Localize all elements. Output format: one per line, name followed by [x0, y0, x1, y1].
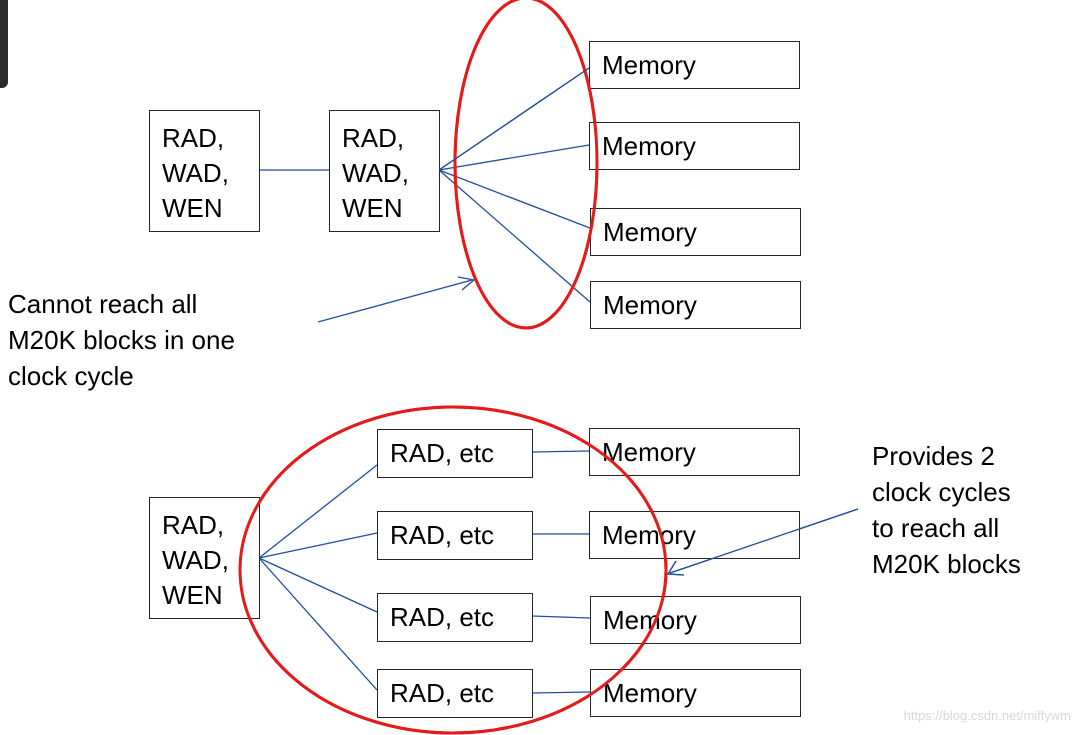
register-label-line: WEN [342, 193, 403, 223]
memory-box-bottom-1: Memory [589, 428, 800, 476]
memory-label: Memory [603, 604, 697, 635]
register-label-line: WEN [162, 193, 223, 223]
register-label-line: RAD, [342, 123, 405, 153]
wire-top-fanout-2 [438, 144, 590, 171]
memory-label: Memory [603, 216, 697, 247]
pipeline-stage-box-2: RAD, etc [377, 511, 533, 560]
register-box-top-a: RAD, WAD, WEN [149, 110, 260, 232]
memory-label: Memory [603, 677, 697, 708]
memory-box-bottom-2: Memory [589, 511, 800, 559]
wire-bottom-fanout-4 [258, 557, 378, 691]
wire-top-fanout-1 [438, 67, 590, 171]
register-box-top-b: RAD, WAD, WEN [329, 110, 440, 232]
memory-box-top-2: Memory [589, 122, 800, 170]
register-label-line: WAD, [342, 158, 409, 188]
wire-top-fanout-3 [438, 169, 591, 229]
memory-box-top-3: Memory [590, 208, 801, 256]
note-line: M20K blocks [872, 549, 1021, 579]
memory-label: Memory [602, 49, 696, 80]
memory-box-top-4: Memory [590, 281, 801, 329]
register-label-line: WAD, [162, 158, 229, 188]
register-label-line: WAD, [162, 545, 229, 575]
note-line: Cannot reach all [8, 289, 198, 319]
pipeline-stage-label: RAD, etc [390, 602, 495, 632]
memory-label: Memory [602, 519, 696, 550]
note-cannot-reach: Cannot reach all M20K blocks in one cloc… [8, 286, 235, 394]
wire-bottom-fanout-2 [258, 532, 378, 559]
note-line: Provides 2 [872, 441, 995, 471]
memory-box-bottom-3: Memory [590, 596, 801, 644]
pipeline-stage-label: RAD, etc [390, 520, 495, 550]
pipeline-stage-label: RAD, etc [390, 438, 495, 468]
pipeline-stage-box-4: RAD, etc [377, 669, 533, 718]
wire-stage-4-to-mem [531, 691, 591, 694]
watermark: https://blog.csdn.net/miffywm [903, 708, 1071, 723]
register-label-line: WEN [162, 580, 223, 610]
register-label-line: RAD, [162, 123, 225, 153]
wire-stage-1-to-mem [531, 450, 590, 453]
note-line: clock cycle [8, 361, 134, 391]
window-edge-tab [0, 0, 8, 88]
register-box-bottom: RAD, WAD, WEN [149, 497, 260, 619]
note-line: clock cycles [872, 477, 1011, 507]
wire-bottom-fanout-3 [258, 557, 378, 613]
memory-box-bottom-4: Memory [590, 669, 801, 717]
note-provides-two-cycles: Provides 2 clock cycles to reach all M20… [872, 438, 1021, 582]
arrow-top-shaft [317, 279, 473, 323]
wire-stage-3-to-mem [531, 615, 591, 619]
pipeline-stage-box-3: RAD, etc [377, 593, 533, 642]
pipeline-stage-label: RAD, etc [390, 678, 495, 708]
note-line: to reach all [872, 513, 1000, 543]
memory-label: Memory [602, 436, 696, 467]
memory-label: Memory [603, 289, 697, 320]
note-line: M20K blocks in one [8, 325, 235, 355]
memory-box-top-1: Memory [589, 41, 800, 89]
pipeline-stage-box-1: RAD, etc [377, 429, 533, 478]
register-label-line: RAD, [162, 510, 225, 540]
memory-label: Memory [602, 130, 696, 161]
